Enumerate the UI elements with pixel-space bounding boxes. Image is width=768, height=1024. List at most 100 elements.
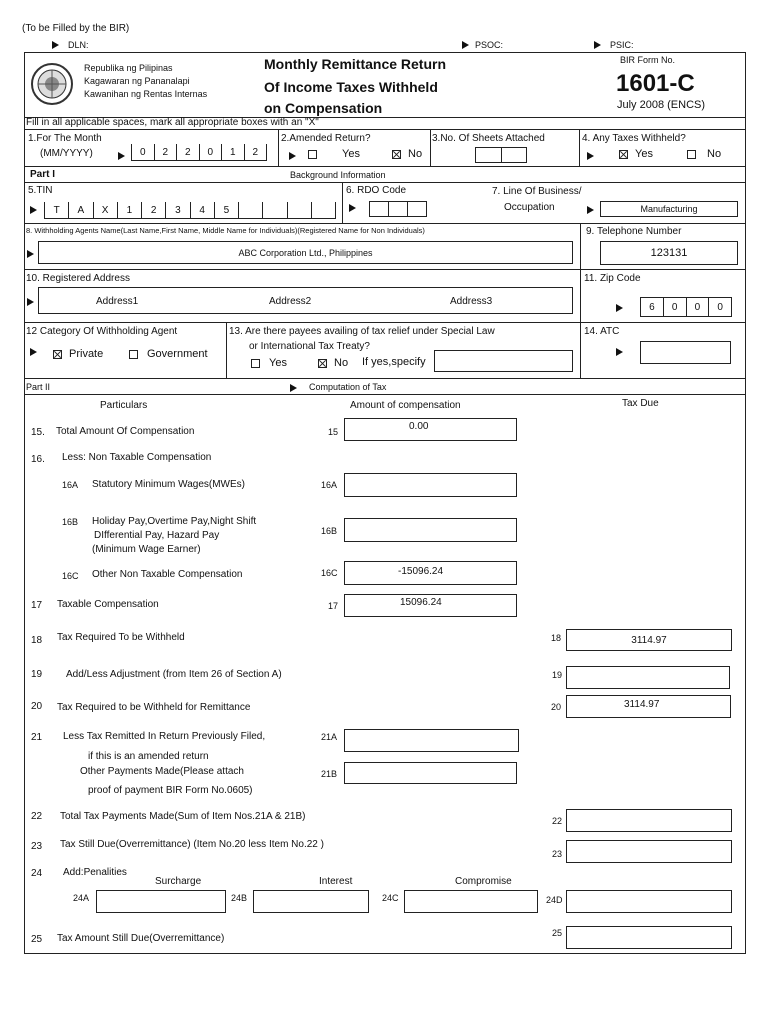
- item14-label: 14. ATC: [584, 326, 620, 337]
- line-17-number: 17: [31, 600, 43, 611]
- amended-yes-checkbox[interactable]: [308, 149, 317, 159]
- tin-char: 5: [213, 202, 238, 218]
- column-amount: Amount of compensation: [350, 400, 461, 411]
- psoc-label: PSOC:: [475, 40, 504, 50]
- taxes-withheld-no-option[interactable]: No: [687, 149, 721, 160]
- item8-label: 8. Withholding Agents Name(Last Name,Fir…: [26, 226, 425, 235]
- line-24d-code: 24D: [546, 895, 563, 905]
- line-16c-input[interactable]: -15096.24: [344, 561, 517, 585]
- atc-input[interactable]: [640, 341, 731, 364]
- line-17-code: 17: [328, 601, 339, 611]
- line-16a-code: 16A: [321, 480, 338, 490]
- column-tax-due: Tax Due: [622, 398, 659, 409]
- line-21-label-1: Less Tax Remitted In Return Previously F…: [63, 731, 266, 742]
- taxes-withheld-yes-option[interactable]: Yes: [619, 149, 653, 160]
- arrow-right-icon: [27, 298, 34, 306]
- treaty-yes-checkbox[interactable]: [251, 358, 260, 368]
- year-digit: 2: [243, 144, 267, 160]
- line-17-input[interactable]: 15096.24: [344, 594, 517, 617]
- line-18-input[interactable]: 3114.97: [566, 629, 732, 651]
- line-15-input[interactable]: 0.00: [344, 418, 517, 441]
- amended-no-checkbox[interactable]: [392, 149, 401, 159]
- item5-label: 5.TIN: [28, 185, 53, 196]
- form-number: 1601-C: [616, 70, 695, 97]
- line-23-code: 23: [552, 849, 563, 859]
- line-16c-label: Other Non Taxable Compensation: [92, 569, 243, 580]
- line-21-number: 21: [31, 732, 43, 743]
- line-17-label: Taxable Compensation: [57, 599, 159, 610]
- taxes-withheld-no-checkbox[interactable]: [687, 149, 696, 159]
- tin-char: [238, 202, 262, 218]
- arrow-right-icon: [616, 304, 623, 312]
- line-16b-input[interactable]: [344, 518, 517, 542]
- registered-address-input[interactable]: Address1 Address2 Address3: [38, 287, 573, 314]
- category-government-checkbox[interactable]: [129, 349, 138, 359]
- tin-char: A: [68, 202, 92, 218]
- zip-digit: 0: [685, 298, 709, 316]
- line-21b-input[interactable]: [344, 762, 517, 784]
- rdo-code-input[interactable]: [369, 201, 427, 217]
- tin-char: 4: [189, 202, 214, 218]
- line-16b-number: 16B: [62, 517, 79, 527]
- line-of-business-input[interactable]: Manufacturing: [600, 201, 738, 217]
- part2-title: Computation of Tax: [309, 382, 387, 392]
- telephone-input[interactable]: 123131: [600, 241, 738, 265]
- category-private-checkbox[interactable]: [53, 349, 62, 359]
- amended-yes-option[interactable]: Yes: [308, 149, 360, 160]
- sheets-attached-input[interactable]: [475, 147, 527, 163]
- line-16a-input[interactable]: [344, 473, 517, 497]
- agent-name-input[interactable]: ABC Corporation Ltd., Philippines: [38, 241, 573, 264]
- line-20-number: 20: [31, 701, 43, 712]
- line-22-input[interactable]: [566, 809, 732, 832]
- compromise-input[interactable]: [404, 890, 538, 913]
- address-line-2: Address2: [269, 296, 312, 307]
- treaty-no-option[interactable]: No: [318, 358, 348, 369]
- line-19-input[interactable]: [566, 666, 730, 689]
- line-24b-code: 24B: [231, 893, 248, 903]
- taxes-withheld-yes-checkbox[interactable]: [619, 149, 628, 159]
- line-23-input[interactable]: [566, 840, 732, 863]
- surcharge-input[interactable]: [96, 890, 226, 913]
- line-21a-input[interactable]: [344, 729, 519, 752]
- bir-note: (To be Filled by the BIR): [22, 23, 130, 34]
- form-no-label: BIR Form No.: [620, 55, 676, 65]
- line-16a-number: 16A: [62, 480, 79, 490]
- form-title-line-2: Of Income Taxes Withheld: [264, 79, 438, 95]
- amended-no-option[interactable]: No: [392, 149, 422, 160]
- agency-line-3: Kawanihan ng Rentas Internas: [84, 89, 208, 99]
- line-24c-code: 24C: [382, 893, 399, 903]
- treaty-specify-input[interactable]: [434, 350, 573, 372]
- line-22-label: Total Tax Payments Made(Sum of Item Nos.…: [60, 811, 306, 822]
- year-digit: 0: [198, 144, 222, 160]
- category-private-option[interactable]: Private: [53, 349, 103, 360]
- line-25-input[interactable]: [566, 926, 732, 949]
- arrow-right-icon: [30, 348, 37, 356]
- line-15-code: 15: [328, 427, 339, 437]
- category-government-option[interactable]: Government: [129, 349, 208, 360]
- treaty-no-checkbox[interactable]: [318, 358, 327, 368]
- part1-title: Background Information: [290, 170, 386, 180]
- tin-input[interactable]: T A X 1 2 3 4 5: [44, 202, 336, 219]
- line-24-number: 24: [31, 868, 43, 879]
- line-18-label: Tax Required To be Withheld: [57, 632, 185, 643]
- line-25-code: 25: [552, 928, 563, 938]
- line-19-label: Add/Less Adjustment (from Item 26 of Sec…: [66, 669, 282, 680]
- treaty-yes-option[interactable]: Yes: [251, 358, 287, 369]
- line-22-code: 22: [552, 816, 563, 826]
- penalties-total-input[interactable]: [566, 890, 732, 913]
- line-16c-number: 16C: [62, 571, 79, 581]
- zip-code-input[interactable]: 6 0 0 0: [640, 297, 732, 317]
- line-20-input[interactable]: 3114.97: [566, 695, 731, 718]
- arrow-right-icon: [118, 152, 125, 160]
- month-year-input[interactable]: 0 2 2 0 1 2: [131, 144, 267, 161]
- item4-label: 4. Any Taxes Withheld?: [582, 133, 686, 144]
- item12-label: 12 Category Of Withholding Agent: [26, 326, 178, 337]
- line-21-label-2: if this is an amended return: [88, 751, 209, 762]
- part2-label: Part II: [26, 382, 51, 392]
- line-18-number: 18: [31, 635, 43, 646]
- interest-input[interactable]: [253, 890, 369, 913]
- tin-char: 1: [116, 202, 141, 218]
- item7-label-1: 7. Line Of Business/: [492, 186, 582, 197]
- tin-char: X: [92, 202, 117, 218]
- agency-line-1: Republika ng Pilipinas: [84, 63, 173, 73]
